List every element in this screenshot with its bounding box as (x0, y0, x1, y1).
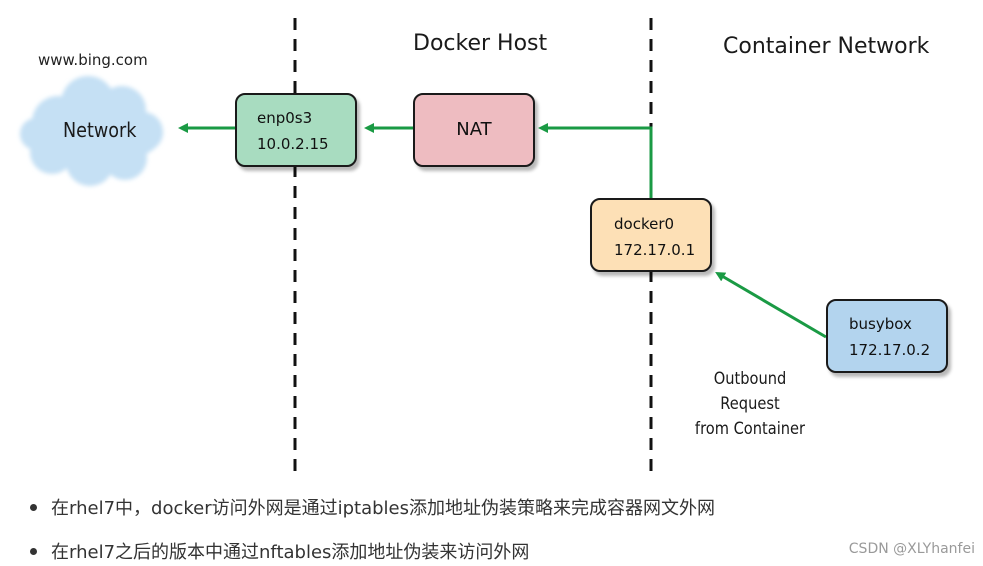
watermark: CSDN @XLYhanfei (848, 541, 975, 557)
network-cloud-label: Network (63, 118, 137, 142)
annotation-line: from Container (694, 419, 806, 439)
enp0s3-name: enp0s3 (257, 109, 313, 127)
nat-node: NAT (413, 93, 535, 167)
note-text: 在rhel7之后的版本中通过nftables添加地址伪装来访问外网 (51, 542, 530, 563)
note-item: 在rhel7之后的版本中通过nftables添加地址伪装来访问外网 (30, 538, 529, 564)
cloud-icon (20, 76, 163, 186)
busybox-name: busybox (849, 315, 912, 333)
docker-host-title: Docker Host (413, 31, 548, 56)
outbound-request-annotation: Outbound Request from Container (681, 367, 819, 442)
docker0-name: docker0 (614, 215, 675, 233)
arrow-busybox-to-docker0 (715, 271, 827, 339)
docker0-ip: 172.17.0.1 (614, 241, 696, 259)
enp0s3-ip: 10.0.2.15 (257, 135, 329, 153)
annotation-line: Outbound (713, 369, 787, 389)
note-text: 在rhel7中，docker访问外网是通过iptables添加地址伪装策略来完成… (51, 498, 716, 519)
bullet-icon (30, 547, 37, 555)
note-item: 在rhel7中，docker访问外网是通过iptables添加地址伪装策略来完成… (30, 494, 715, 520)
arrow-docker0-to-nat (538, 123, 653, 198)
busybox-ip: 172.17.0.2 (849, 341, 931, 359)
annotation-line: Request (720, 394, 780, 414)
busybox-node: busybox 172.17.0.2 (826, 299, 948, 373)
nat-name: NAT (456, 119, 492, 140)
container-network-title: Container Network (723, 34, 930, 59)
external-host-label: www.bing.com (38, 51, 148, 69)
docker0-node: docker0 172.17.0.1 (590, 198, 712, 272)
bullet-icon (30, 503, 37, 511)
enp0s3-node: enp0s3 10.0.2.15 (235, 93, 357, 167)
